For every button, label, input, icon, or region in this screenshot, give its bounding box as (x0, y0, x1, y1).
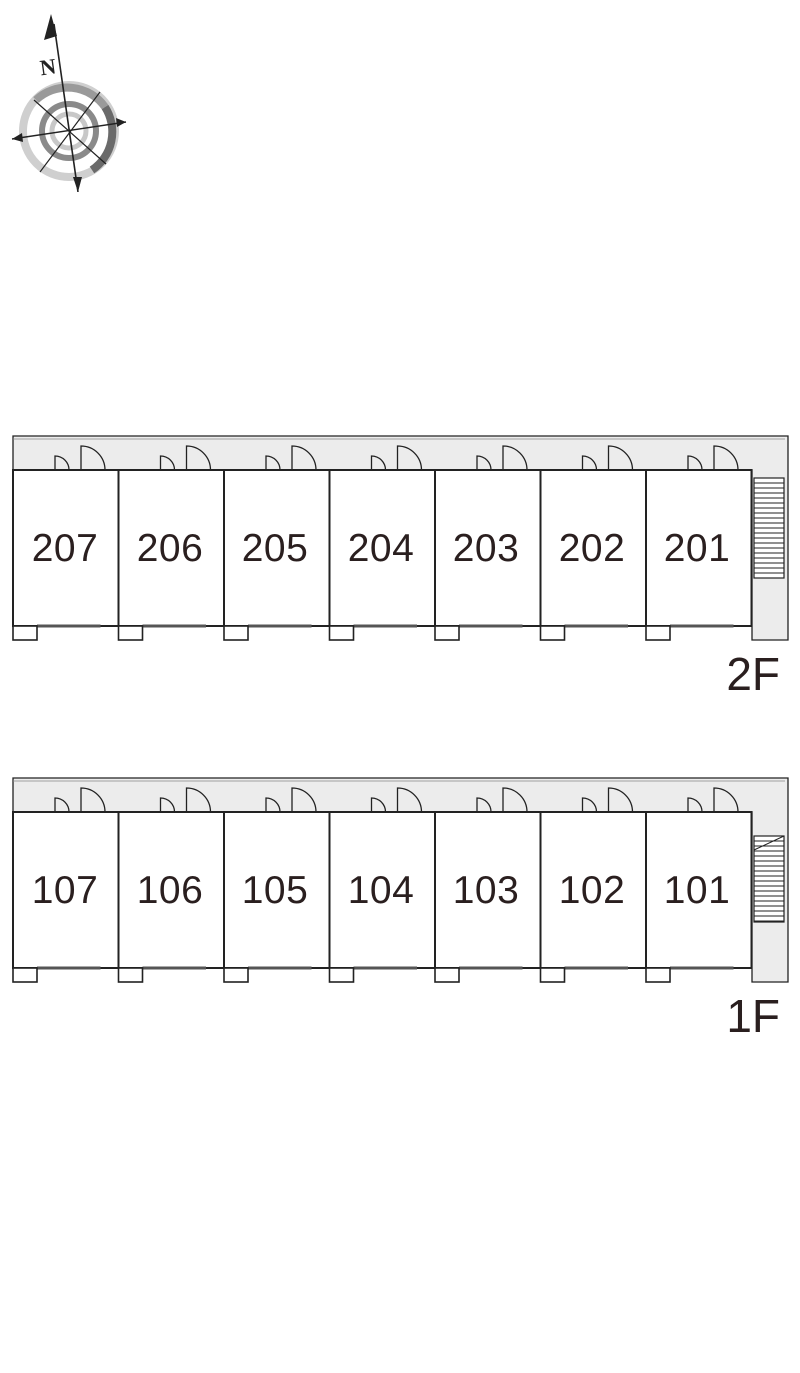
door-entry-icon (502, 787, 528, 813)
door-small-icon (581, 797, 598, 813)
meter-box (645, 625, 671, 641)
door-small-icon (476, 455, 492, 471)
unit-room (12, 811, 120, 969)
door-entry-icon (396, 787, 423, 813)
floor-label-1f: 1F (726, 990, 780, 1042)
unit-room (223, 469, 331, 627)
unit-105[interactable]: 105 (241, 869, 309, 912)
door-entry-icon (291, 445, 317, 471)
door-entry-icon (80, 445, 106, 471)
meter-box (223, 967, 249, 983)
meter-box (117, 625, 144, 641)
meter-box (539, 625, 566, 641)
door-entry-icon (713, 445, 739, 471)
door-small-icon (54, 455, 70, 471)
unit-102[interactable]: 102 (558, 869, 626, 912)
floor-plan-2f: 207 206 205 204 203 202 201 2F (0, 430, 800, 700)
unit-207[interactable]: 207 (31, 527, 99, 570)
door-small-icon (370, 797, 387, 813)
meter-box (12, 967, 38, 983)
unit-104[interactable]: 104 (347, 869, 415, 912)
stairs (753, 835, 785, 923)
floor-plan-1f: 107 106 105 104 103 102 101 1F (0, 772, 800, 1042)
door-small-icon (265, 797, 281, 813)
floor-label-2f: 2F (726, 648, 780, 700)
unit-103[interactable]: 103 (452, 869, 520, 912)
door-entry-icon (607, 445, 634, 471)
floor-outline-2f (12, 435, 789, 641)
door-entry-icon (502, 445, 528, 471)
door-entry-icon (713, 787, 739, 813)
unit-201[interactable]: 201 (663, 527, 731, 570)
meter-box (223, 625, 249, 641)
meter-box (328, 625, 355, 641)
unit-202[interactable]: 202 (558, 527, 626, 570)
north-label: N (38, 53, 57, 80)
meter-box (539, 967, 566, 983)
meter-box (645, 967, 671, 983)
meter-box (12, 625, 38, 641)
door-small-icon (687, 797, 703, 813)
unit-101[interactable]: 101 (663, 869, 731, 912)
meter-box (434, 967, 460, 983)
unit-106[interactable]: 106 (136, 869, 204, 912)
door-entry-icon (396, 445, 423, 471)
unit-room (434, 469, 542, 627)
door-small-icon (581, 455, 598, 471)
meter-box (117, 967, 144, 983)
door-entry-icon (291, 787, 317, 813)
unit-room (12, 469, 120, 627)
door-entry-icon (80, 787, 106, 813)
door-small-icon (265, 455, 281, 471)
meter-box (434, 625, 460, 641)
door-entry-icon (185, 445, 212, 471)
unit-room (539, 469, 647, 627)
door-entry-icon (185, 787, 212, 813)
compass-icon: N (11, 14, 127, 193)
door-small-icon (476, 797, 492, 813)
unit-206[interactable]: 206 (136, 527, 204, 570)
door-entry-icon (607, 787, 634, 813)
door-small-icon (159, 797, 176, 813)
door-small-icon (54, 797, 70, 813)
unit-203[interactable]: 203 (452, 527, 520, 570)
floor-outline-1f (12, 777, 789, 983)
meter-box (328, 967, 355, 983)
unit-room (117, 469, 225, 627)
unit-107[interactable]: 107 (31, 869, 99, 912)
door-small-icon (370, 455, 387, 471)
door-small-icon (159, 455, 176, 471)
unit-205[interactable]: 205 (241, 527, 309, 570)
unit-room (539, 811, 647, 969)
stair-arrow (753, 835, 785, 851)
unit-204[interactable]: 204 (347, 527, 415, 570)
compass-rose: N (10, 12, 130, 197)
unit-room (434, 811, 542, 969)
door-small-icon (687, 455, 703, 471)
